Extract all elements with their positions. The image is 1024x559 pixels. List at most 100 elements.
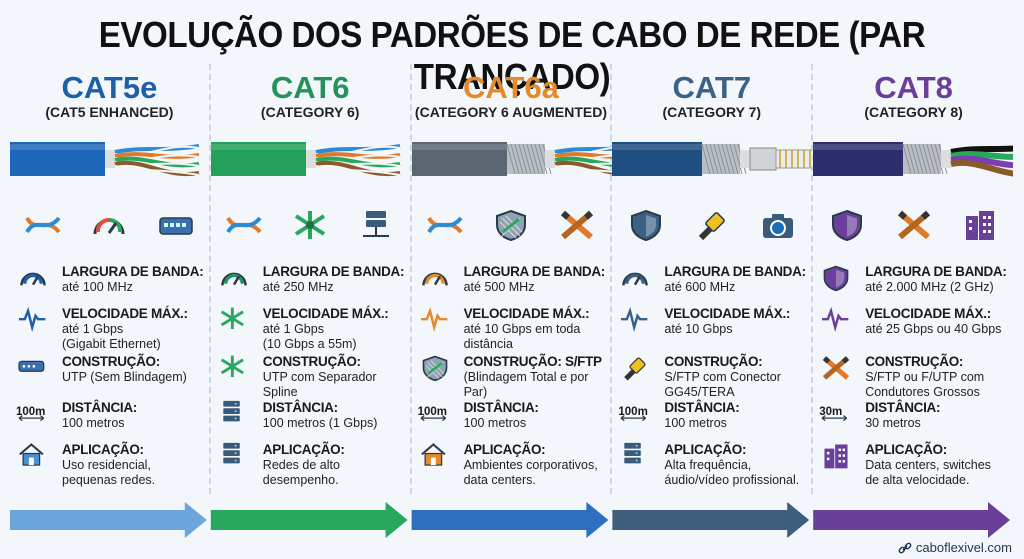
spec-value: S/FTP com Conector GG45/TERA	[664, 370, 781, 399]
distance-label: 100m	[417, 406, 448, 418]
link-icon	[898, 542, 912, 553]
shield-mesh-icon	[422, 355, 447, 382]
spec-label: LARGURA DE BANDA:	[463, 264, 606, 279]
category-name: CAT7	[672, 70, 752, 105]
category-name: CAT6	[270, 70, 350, 105]
spec-value: 100 metros	[463, 416, 527, 430]
spec-label: LARGURA DE BANDA:	[664, 264, 806, 279]
twisted-pair-icon	[426, 216, 463, 234]
signal-wave-icon	[822, 306, 849, 333]
spec-value: Data centers, switches de alta velocidad…	[865, 458, 991, 487]
column-cat8: CAT8(CATEGORY 8) LARGURA DE BANDA:até 2.0…	[813, 64, 1014, 494]
building-icon	[966, 211, 995, 240]
spec-value: 100 metros	[664, 416, 727, 430]
connector-icon	[624, 357, 646, 381]
cable-columns: CAT5e(CAT5 ENHANCED)LARGURA DE BANDA:até…	[10, 64, 1014, 494]
spec-value: Ambientes corporativos, data centers.	[463, 458, 598, 487]
category-subtitle: (CATEGORY 6)	[260, 104, 360, 120]
feature-icons	[211, 208, 410, 242]
category-subtitle: (CATEGORY 8)	[864, 104, 963, 120]
watermark-text: caboflexivel.com	[915, 540, 1012, 555]
spline-icon	[220, 307, 244, 330]
distance-icon	[621, 415, 647, 422]
spec-value: até 2.000 MHz (2 GHz)	[865, 280, 994, 294]
shield-icon	[831, 209, 862, 242]
spec-label: VELOCIDADE MÁX.:	[664, 306, 791, 321]
spec-value: 100 metros (1 Gbps)	[262, 416, 378, 430]
column-cat6a: CAT6a(CATEGORY 6 AUGMENTED) LARGURA DE BA…	[411, 64, 613, 494]
speedometer-icon	[93, 217, 125, 235]
spec-label: VELOCIDADE MÁX.:	[262, 306, 389, 321]
spline-separator-icon	[295, 211, 326, 239]
spec-label: DISTÂNCIA:	[262, 400, 338, 415]
distance-label: 30m	[819, 406, 843, 418]
spec-label: CONSTRUÇÃO:	[865, 354, 964, 369]
distance-label: 100m	[16, 406, 46, 418]
spec-label: APLICAÇÃO:	[262, 442, 345, 457]
crossed-cable-icon	[823, 356, 850, 380]
spec-value: 30 metros	[865, 416, 921, 430]
spec-label: LARGURA DE BANDA:	[865, 264, 1007, 279]
cable-illustration	[612, 142, 813, 176]
spec-value: até 250 MHz	[262, 280, 334, 294]
category-subtitle: (CATEGORY 6 AUGMENTED)	[414, 104, 608, 120]
crossed-cable-icon	[897, 210, 930, 240]
category-subtitle: (CATEGORY 7)	[662, 104, 762, 120]
evolution-arrow	[612, 502, 810, 538]
column-cat7: CAT7(CATEGORY 7) LARGURA DE BANDA:até 600…	[612, 64, 814, 494]
server-icon	[223, 400, 240, 422]
spec-value: até 1 Gbps (10 Gbps a 55m)	[262, 322, 357, 351]
spec-label: DISTÂNCIA:	[62, 400, 137, 415]
cable-illustration	[813, 142, 1014, 177]
spec-label: DISTÂNCIA:	[865, 400, 941, 415]
spec-value: Redes de alto desempenho.	[262, 458, 340, 487]
gauge-icon	[20, 272, 46, 286]
spec-label: APLICAÇÃO:	[664, 442, 747, 457]
feature-icons	[813, 208, 1014, 242]
column-cat6: CAT6(CATEGORY 6) LARGURA DE BANDA:até 250…	[210, 64, 412, 494]
spec-value: UTP (Sem Blindagem)	[62, 370, 187, 384]
distance-label: 100m	[618, 406, 648, 418]
spec-label: APLICAÇÃO:	[865, 442, 947, 457]
spec-label: VELOCIDADE MÁX.:	[463, 306, 590, 321]
spec-label: LARGURA DE BANDA:	[262, 264, 405, 279]
server-icon	[624, 442, 642, 464]
cable-illustration	[411, 142, 612, 176]
connector-icon	[698, 212, 725, 241]
watermark: caboflexivel.com	[898, 540, 1012, 555]
shield-icon	[823, 265, 849, 292]
category-name: CAT6a	[463, 70, 559, 105]
spec-value: até 600 MHz	[664, 280, 736, 294]
shield-mesh-icon	[495, 209, 526, 242]
category-name: CAT8	[874, 70, 953, 105]
signal-wave-icon	[420, 306, 447, 333]
spec-value: até 1 Gbps (Gigabit Ethernet)	[62, 322, 161, 351]
spec-value: até 100 MHz	[62, 280, 133, 294]
gauge-icon	[421, 272, 448, 286]
spec-label: CONSTRUÇÃO:	[664, 354, 763, 369]
distance-icon	[18, 415, 45, 422]
evolution-arrow	[813, 502, 1010, 538]
evolution-arrows	[10, 502, 1010, 538]
category-subtitle: (CAT5 ENHANCED)	[45, 104, 174, 120]
spec-label: CONSTRUÇÃO:	[62, 354, 160, 369]
building-icon	[824, 444, 848, 469]
twisted-pair-icon	[25, 216, 61, 234]
twisted-pair-icon	[226, 216, 262, 234]
network-switch-icon	[158, 217, 193, 235]
spec-label: DISTÂNCIA:	[463, 400, 539, 415]
crossed-cable-icon	[561, 210, 594, 240]
spec-label: VELOCIDADE MÁX.:	[865, 306, 991, 321]
gauge-icon	[622, 272, 649, 286]
server-network-icon	[363, 211, 390, 237]
page-title: EVOLUÇÃO DOS PADRÕES DE CABO DE REDE (PA…	[98, 14, 926, 97]
feature-icons	[10, 208, 209, 242]
evolution-arrow	[411, 502, 609, 538]
spec-value: até 500 MHz	[463, 280, 535, 294]
spec-label: APLICAÇÃO:	[463, 442, 546, 457]
signal-wave-icon	[19, 306, 46, 333]
spec-label: VELOCIDADE MÁX.:	[62, 306, 188, 321]
house-icon	[19, 443, 44, 466]
evolution-arrow	[10, 502, 207, 538]
shield-icon	[630, 209, 661, 242]
